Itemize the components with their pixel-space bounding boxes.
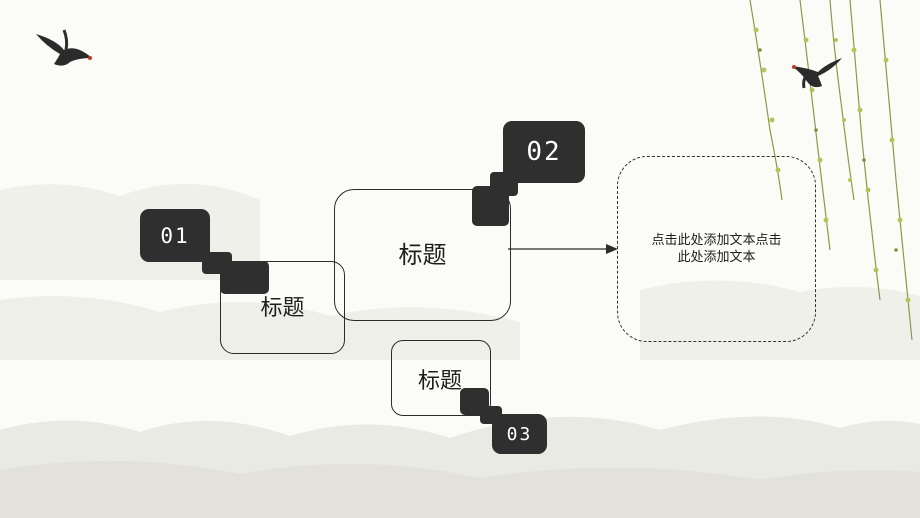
arrow-connector xyxy=(508,244,618,254)
item-03-title: 标题 xyxy=(417,369,462,394)
item-03-number-tab: 03 xyxy=(492,414,547,454)
item-02-number-tab: 02 xyxy=(503,121,585,183)
item-02-box[interactable]: 标题 xyxy=(334,189,511,321)
item-02-title: 标题 xyxy=(398,240,447,269)
note-textbox[interactable]: 点击此处添加文本点击此处添加文本 xyxy=(617,156,816,342)
item-01-joint xyxy=(202,252,232,274)
swallow-left-icon xyxy=(36,29,92,66)
item-01-number-tab: 01 xyxy=(140,209,210,262)
item-02-number: 02 xyxy=(526,137,562,167)
item-02-joint xyxy=(490,172,518,196)
item-03-box[interactable]: 标题 xyxy=(391,340,491,416)
note-text: 点击此处添加文本点击此处添加文本 xyxy=(651,233,782,265)
willow-branches-icon xyxy=(749,0,913,341)
item-01-number: 01 xyxy=(160,223,190,248)
item-03-joint xyxy=(480,406,502,424)
swallow-right-icon xyxy=(792,58,842,89)
item-03-number: 03 xyxy=(506,423,533,445)
item-01-title: 标题 xyxy=(260,295,305,321)
